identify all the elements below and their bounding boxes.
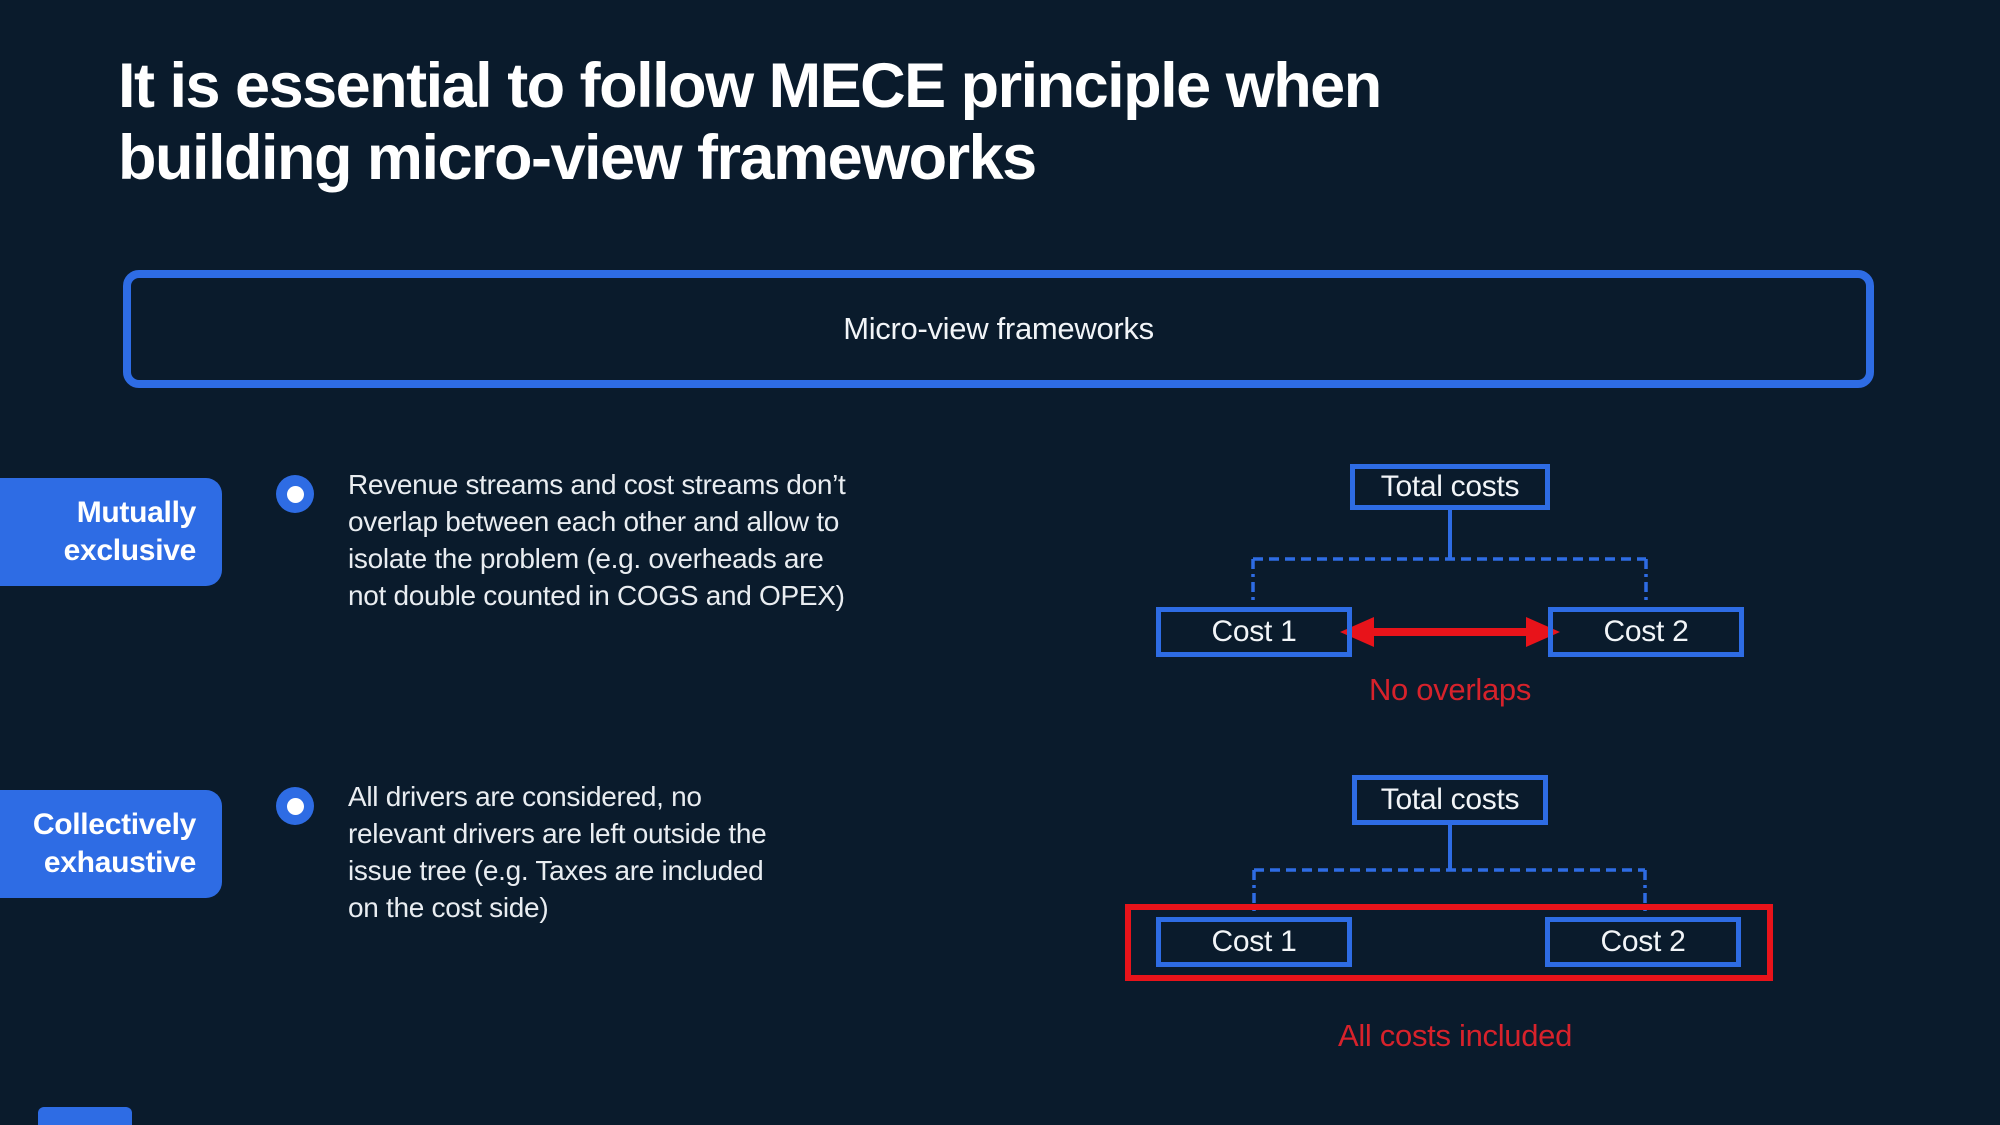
text-line: not double counted in COGS and OPEX) [348, 580, 845, 611]
node-label: Total costs [1380, 470, 1520, 503]
micro-view-frameworks-banner: Micro-view frameworks [123, 270, 1874, 388]
slide-title-line2: building micro-view frameworks [118, 123, 1037, 193]
text-line: All drivers are considered, no [348, 781, 702, 812]
slide-title: It is essential to follow MECE principle… [118, 50, 1818, 194]
tree1-root-node: Total costs [1350, 464, 1550, 510]
slide-title-line1: It is essential to follow MECE principle… [118, 51, 1382, 121]
text-line: Revenue streams and cost streams don’t [348, 469, 846, 500]
tag-line1: Mutually [76, 496, 197, 529]
node-label: Cost 2 [1600, 925, 1686, 958]
tag-line2: exclusive [63, 534, 197, 567]
node-label: Cost 1 [1211, 925, 1297, 958]
text-line: relevant drivers are left outside the [348, 818, 767, 849]
all-costs-red-outline [1125, 904, 1773, 981]
no-overlaps-annotation: No overlaps [1368, 672, 1532, 707]
tree1-cost2-node: Cost 2 [1548, 607, 1744, 657]
banner-label: Micro-view frameworks [843, 311, 1154, 346]
node-label: Total costs [1380, 783, 1520, 816]
footer-accent-bar [38, 1107, 132, 1125]
tree2-cost2-node: Cost 2 [1545, 917, 1741, 967]
tree1-cost1-node: Cost 1 [1156, 607, 1352, 657]
radio-bullet-icon [276, 475, 314, 513]
tag-line2: exhaustive [43, 846, 196, 879]
tag-line1: Collectively [32, 808, 196, 841]
tree2-root-node: Total costs [1352, 775, 1548, 825]
node-label: Cost 1 [1211, 615, 1297, 648]
tag-collectively-exhaustive: Collectively exhaustive [0, 790, 222, 898]
text-line: on the cost side) [348, 892, 549, 923]
tag-mutually-exclusive: Mutually exclusive [0, 478, 222, 586]
tree2-cost1-node: Cost 1 [1156, 917, 1352, 967]
node-label: Cost 2 [1603, 615, 1689, 648]
all-costs-included-annotation: All costs included [1337, 1018, 1573, 1053]
collectively-exhaustive-text: All drivers are considered, no relevant … [348, 778, 948, 926]
radio-bullet-icon [276, 787, 314, 825]
mutually-exclusive-text: Revenue streams and cost streams don’t o… [348, 466, 948, 614]
text-line: overlap between each other and allow to [348, 506, 840, 537]
text-line: isolate the problem (e.g. overheads are [348, 543, 824, 574]
text-line: issue tree (e.g. Taxes are included [348, 855, 764, 886]
